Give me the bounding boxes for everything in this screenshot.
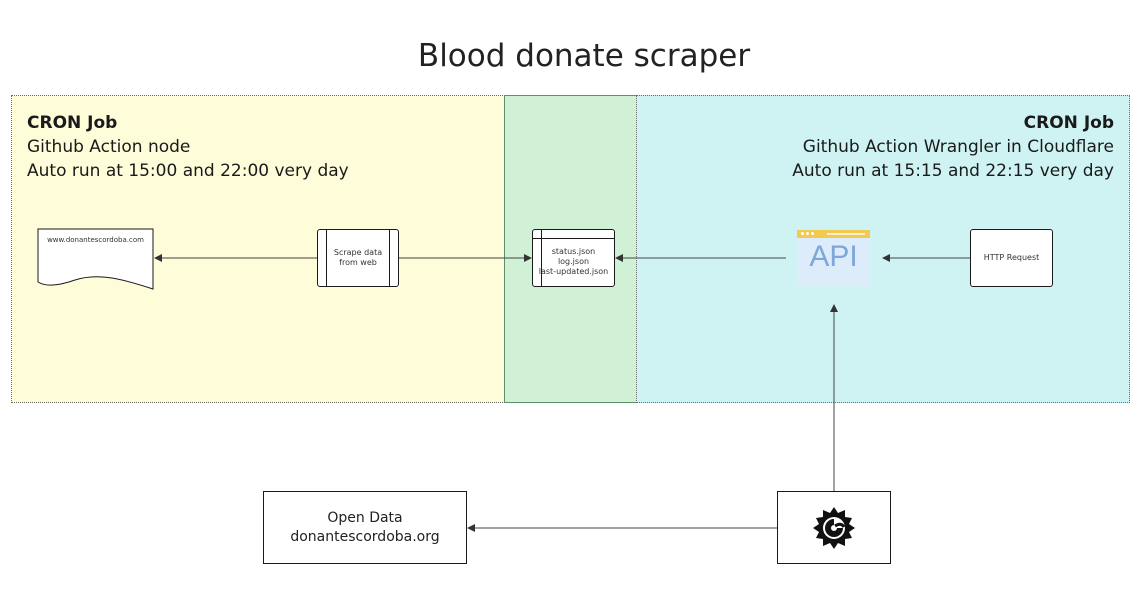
scrape-process-box: Scrape data from web: [317, 229, 399, 287]
http-request-label: HTTP Request: [983, 253, 1040, 262]
right-zone-heading: CRON Job: [1023, 113, 1114, 133]
file-log: log.json: [557, 257, 590, 266]
website-label: www.donantescordoba.com: [47, 236, 144, 244]
left-zone-heading: CRON Job: [27, 113, 118, 133]
http-request-box: HTTP Request: [970, 229, 1053, 287]
website-document-shape: [37, 228, 154, 290]
api-window-icon: API: [797, 230, 870, 286]
left-zone-line1: Github Action node: [27, 137, 191, 157]
grafana-box: [777, 491, 891, 564]
right-zone-line2: Auto run at 15:15 and 22:15 very day: [792, 161, 1114, 181]
diagram-title: Blood donate scraper: [417, 38, 751, 74]
scrape-label-line1: Scrape data: [333, 248, 383, 257]
left-zone-label: CRON Job Github Action node Auto run at …: [27, 111, 349, 183]
grafana-icon: [813, 506, 855, 549]
open-data-line1: Open Data: [327, 509, 403, 526]
left-zone-line2: Auto run at 15:00 and 22:00 very day: [27, 161, 349, 181]
right-zone-label: CRON Job Github Action Wrangler in Cloud…: [792, 111, 1114, 183]
file-status: status.json: [551, 247, 596, 256]
right-zone-line1: Github Action Wrangler in Cloudflare: [802, 137, 1114, 157]
json-files-box: status.json log.json last-updated.json: [532, 229, 615, 287]
open-data-line2: donantescordoba.org: [290, 528, 440, 545]
file-last-updated: last-updated.json: [538, 267, 609, 276]
open-data-box: Open Data donantescordoba.org: [263, 491, 467, 564]
scrape-label-line2: from web: [339, 258, 377, 267]
api-label: API: [809, 240, 858, 273]
